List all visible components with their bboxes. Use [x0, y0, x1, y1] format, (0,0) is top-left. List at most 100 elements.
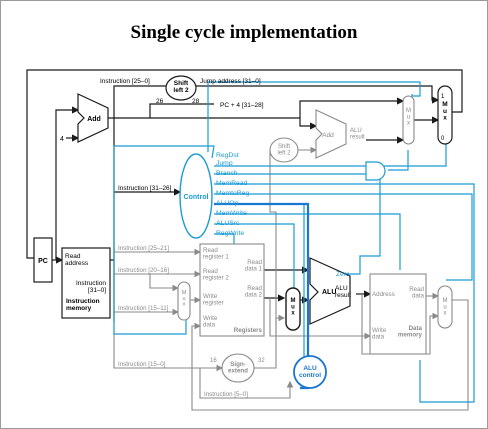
aluop-highlight	[214, 202, 310, 390]
label-26: 26	[156, 98, 164, 105]
sign-extend-label: Sign-extend	[228, 361, 248, 375]
memtoreg-mux	[437, 285, 453, 329]
label-instr-31-26: Instruction [31–26]	[118, 185, 172, 192]
pc-to-add-wire	[55, 106, 80, 260]
reg-title: Registers	[234, 327, 263, 334]
branch-adder	[315, 109, 347, 159]
sign-extend	[221, 353, 255, 383]
control-signal-jump: Jump	[216, 160, 233, 167]
alusrc-mux	[285, 287, 301, 331]
sign-extend-16: 16	[210, 358, 217, 364]
signext-to-shift	[269, 150, 277, 340]
shift-left-top	[165, 75, 197, 101]
signext-out	[254, 314, 286, 369]
control-signal-memwrite: MemWrite	[216, 210, 247, 217]
regwrite-wire	[214, 233, 235, 244]
regdst-mux	[177, 281, 191, 321]
inactive-wires	[113, 146, 469, 411]
and-gate	[365, 161, 386, 181]
control-signal-aluop: ALUOp	[216, 200, 239, 207]
outer-control-bus	[207, 81, 421, 152]
label-instr-20-16: Instruction [20–16]	[118, 267, 169, 274]
control-label: Control	[184, 194, 209, 201]
rt-to-mux	[149, 274, 180, 292]
label-instr-15-0: Instruction [15–0]	[118, 361, 166, 368]
jump-return-wire	[26, 69, 463, 259]
branch-adder-add: Add	[322, 132, 334, 139]
register-file	[199, 243, 265, 337]
imem-instruction: Instruction[31–0]	[76, 280, 106, 294]
control-signal-regdst: RegDst	[216, 152, 239, 159]
shift-top-out	[196, 85, 440, 104]
pc-plus4-to-branch-add	[150, 117, 318, 130]
alusrc-wire	[214, 223, 295, 290]
control-signal-memtoreg: MemtoReg	[216, 190, 249, 197]
memread-wire	[214, 183, 475, 403]
label-instr-15-11: Instruction [15–11]	[118, 305, 169, 312]
control-signal-memread: MemRead	[216, 180, 248, 187]
label-28: 28	[192, 98, 200, 105]
rd2-to-writedata	[269, 298, 372, 340]
label-instr-25-0: Instruction [25–0]	[100, 78, 150, 85]
instr25-wire	[113, 85, 166, 260]
alu-to-wbmux	[361, 294, 440, 355]
dmem-address: Address	[372, 291, 395, 298]
control-signal-labels: RegDstJumpBranchMemReadMemtoRegALUOpMemW…	[216, 152, 249, 237]
memtoreg-wire	[214, 193, 473, 281]
control-signal-alusrc: ALUSrc	[216, 220, 240, 227]
shift-left-branch	[269, 137, 299, 163]
data-memory	[369, 273, 427, 355]
and-to-mux	[388, 150, 409, 171]
alu-label: ALU	[322, 289, 336, 296]
label-jump-address: Jump address [31–0]	[200, 78, 261, 85]
jump-mux-1: 1	[441, 94, 445, 100]
pc-adder-label: Add	[87, 116, 101, 123]
regdst-wire	[113, 145, 215, 335]
imm-wire	[113, 322, 224, 372]
funct-wire	[199, 368, 294, 399]
zero-wire	[330, 175, 381, 275]
label-instr-5-0: Instruction [5–0]	[204, 391, 248, 398]
label-pc-plus4: PC + 4 [31–28]	[220, 102, 264, 109]
control-unit	[179, 153, 213, 239]
branch-mux	[402, 95, 415, 145]
pc-plus4-to-mux-top	[299, 97, 405, 118]
alu	[309, 257, 351, 325]
alu-zero-label: Zero	[336, 271, 350, 278]
sign-extend-32: 32	[258, 358, 265, 364]
const-four: 4	[60, 136, 64, 143]
control-signal-branch: Branch	[216, 170, 238, 177]
slide-title: Single cycle implementation	[130, 22, 358, 43]
jump-mux-0: 0	[441, 136, 445, 142]
pc-register	[33, 237, 53, 283]
pc-adder	[77, 93, 109, 143]
control-signal-regwrite: RegWrite	[216, 230, 244, 237]
memwrite-wire	[214, 213, 401, 270]
writeback-wire	[191, 299, 469, 411]
pc-plus4-wire	[108, 103, 214, 119]
jump-mux	[437, 85, 453, 145]
pc-label: PC	[38, 258, 48, 265]
instruction-memory	[61, 247, 111, 319]
alu-control	[293, 355, 327, 389]
